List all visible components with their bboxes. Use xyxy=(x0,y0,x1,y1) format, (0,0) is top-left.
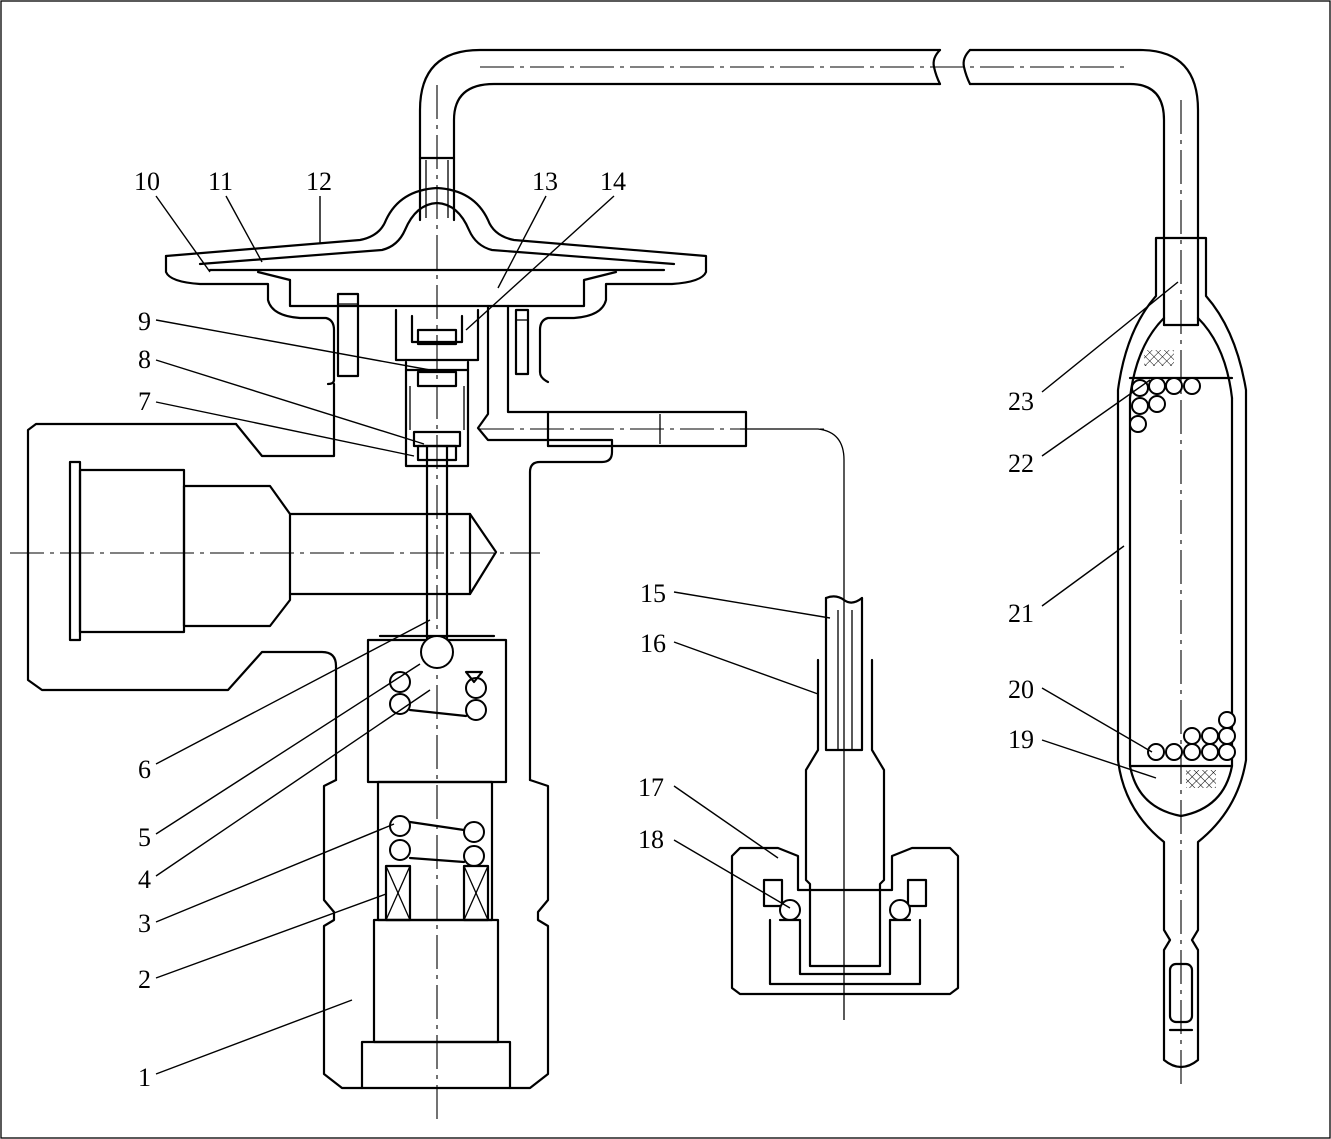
label-1: 1 xyxy=(138,1063,151,1092)
label-15: 15 xyxy=(640,579,666,608)
part-labels: 1 2 3 4 5 6 7 8 9 10 11 12 13 14 15 16 1… xyxy=(134,167,1034,1092)
label-3: 3 xyxy=(138,909,151,938)
sensing-bulb xyxy=(1116,236,1248,1069)
label-8: 8 xyxy=(138,345,151,374)
label-10: 10 xyxy=(134,167,160,196)
label-13: 13 xyxy=(532,167,558,196)
label-18: 18 xyxy=(638,825,664,854)
label-14: 14 xyxy=(600,167,626,196)
label-2: 2 xyxy=(138,965,151,994)
label-21: 21 xyxy=(1008,599,1034,628)
inlet-fitting xyxy=(10,382,540,782)
bulb-fitting xyxy=(730,595,960,996)
label-16: 16 xyxy=(640,629,666,658)
label-9: 9 xyxy=(138,307,151,336)
equalizer-tube xyxy=(476,304,845,1020)
valve-stem xyxy=(394,308,480,652)
diaphragm-housing xyxy=(164,186,708,386)
label-7: 7 xyxy=(138,387,151,416)
label-11: 11 xyxy=(208,167,233,196)
valve-body-lower xyxy=(322,634,550,1090)
label-17: 17 xyxy=(638,773,664,802)
label-20: 20 xyxy=(1008,675,1034,704)
label-5: 5 xyxy=(138,823,151,852)
label-19: 19 xyxy=(1008,725,1034,754)
leader-lines xyxy=(155,195,1179,1075)
label-6: 6 xyxy=(138,755,151,784)
capillary-tube xyxy=(418,48,1200,1120)
label-12: 12 xyxy=(306,167,332,196)
label-23: 23 xyxy=(1008,387,1034,416)
label-4: 4 xyxy=(138,865,151,894)
label-22: 22 xyxy=(1008,449,1034,478)
